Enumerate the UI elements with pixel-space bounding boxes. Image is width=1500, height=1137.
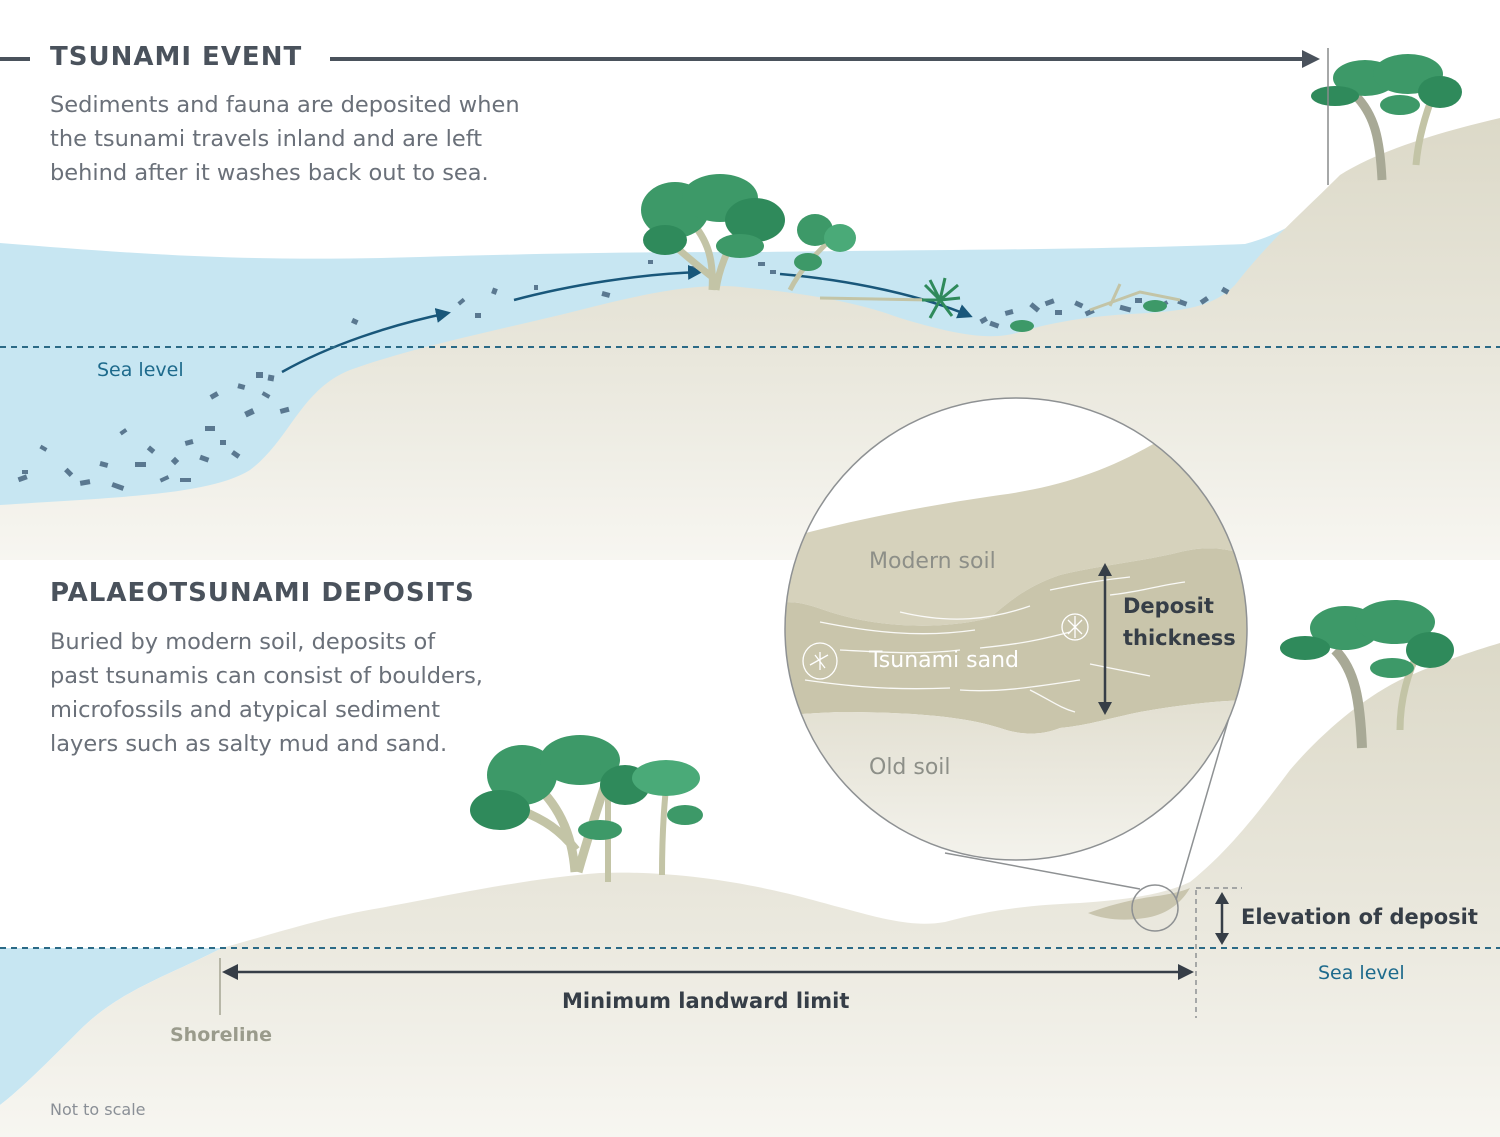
palaeo-description-line-2: past tsunamis can consist of boulders, <box>50 663 483 689</box>
palaeo-title: PALAEOTSUNAMI DEPOSITS <box>50 578 475 608</box>
deposit-callout-circle <box>1131 884 1179 932</box>
flow-arrow-3 <box>779 272 973 319</box>
sea-level-label-bottom: Sea level <box>1318 962 1405 984</box>
modern-soil-layer <box>785 430 1247 626</box>
tree-bottom-right <box>1280 600 1454 749</box>
modern-soil-label: Modern soil <box>869 549 996 574</box>
flow-arrow-2 <box>513 264 703 302</box>
microfossil-icon <box>802 613 1089 680</box>
callout-line-2 <box>1175 696 1236 901</box>
fallen-debris-branches <box>819 283 1181 312</box>
event-rule-arrowhead <box>1302 50 1320 68</box>
palaeo-description-line-3: microfossils and atypical sediment <box>50 697 441 723</box>
landward-arrowhead-left <box>222 964 238 980</box>
palm-shrub <box>922 277 961 319</box>
elevation-arrowhead-up <box>1215 892 1229 904</box>
tsunami-event-description-line-3: behind after it washes back out to sea. <box>50 160 489 186</box>
tsunami-event-description-line-2: the tsunami travels inland and are left <box>50 126 483 152</box>
tree-bottom-center <box>470 735 703 882</box>
tree-top-center <box>641 174 856 292</box>
palaeo-description-line-1: Buried by modern soil, deposits of <box>50 629 436 655</box>
tsunami-sand-label: Tsunami sand <box>869 648 1020 673</box>
tsunami-event-title: TSUNAMI EVENT <box>50 42 303 72</box>
tsunami-sand-layer <box>785 548 1247 734</box>
not-to-scale-note: Not to scale <box>50 1100 146 1119</box>
landward-arrowhead-right <box>1178 964 1194 980</box>
elevation-of-deposit-label: Elevation of deposit <box>1241 905 1478 929</box>
tsunami-event-description-line-1: Sediments and fauna are deposited when <box>50 92 520 118</box>
minimum-landward-limit-label: Minimum landward limit <box>562 989 850 1013</box>
thickness-arrowhead-up <box>1098 563 1112 576</box>
shrub-small <box>1010 300 1167 332</box>
sea-level-label-top: Sea level <box>97 359 184 381</box>
palaeo-description-line-4: layers such as salty mud and sand. <box>50 731 448 757</box>
deposit-thickness-label-line-2: thickness <box>1123 626 1236 650</box>
sand-streaks <box>804 576 1186 713</box>
lower-land <box>0 643 1500 1137</box>
flow-arrow-1 <box>281 308 451 374</box>
old-soil-label: Old soil <box>869 755 951 780</box>
tsunami-flow-arrows <box>281 264 973 374</box>
deposit-thickness-label-line-1: Deposit <box>1123 594 1214 618</box>
callout-line-1 <box>944 852 1141 890</box>
magnifier-outline <box>784 397 1248 861</box>
tree-top-right <box>1311 54 1462 181</box>
lower-water <box>0 948 222 1105</box>
elevation-arrowhead-down <box>1215 933 1229 945</box>
thickness-arrowhead-down <box>1098 702 1112 715</box>
deposit-wedge <box>1088 888 1190 920</box>
shoreline-label: Shoreline <box>170 1024 272 1046</box>
